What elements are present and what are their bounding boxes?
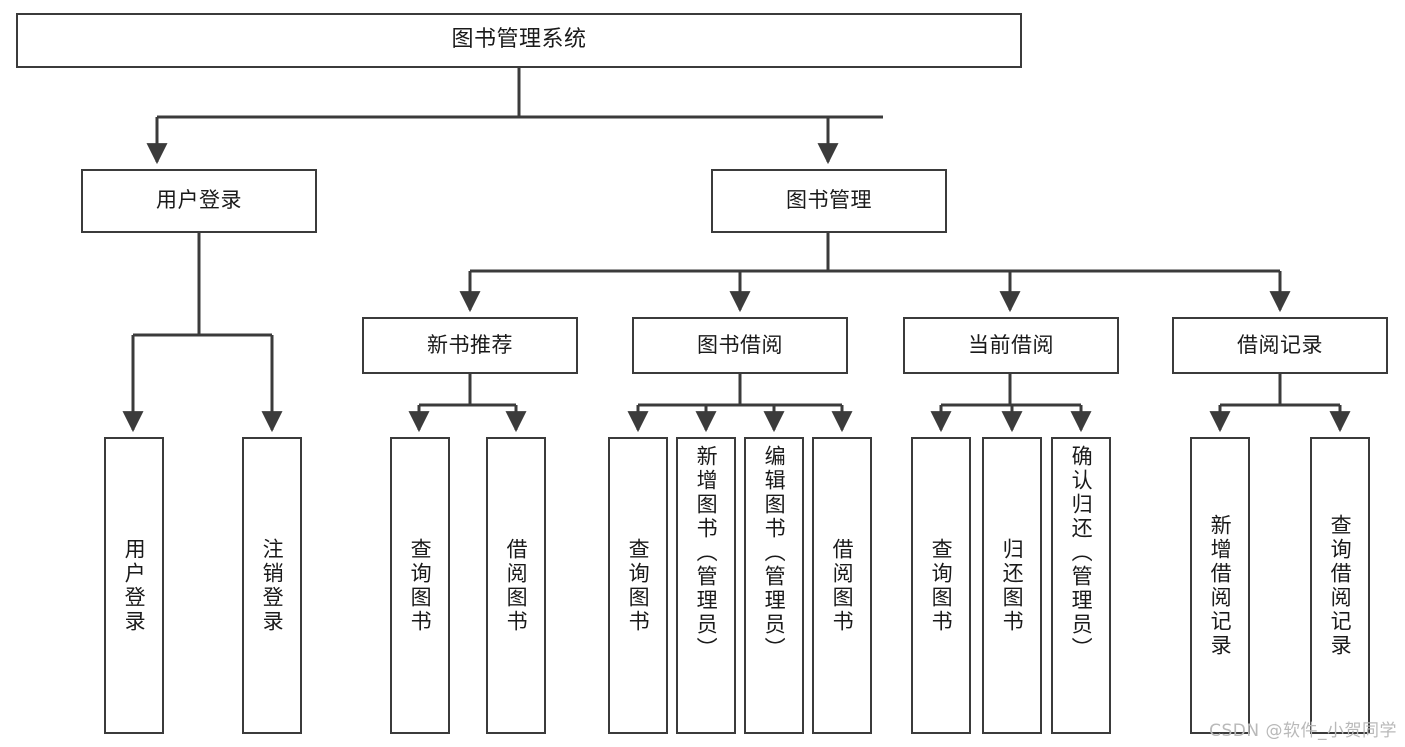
node-book-manage[interactable]: 图书管理 xyxy=(711,169,947,233)
node-leaf-borrow-book-1[interactable]: 借阅图书 xyxy=(486,437,546,734)
node-leaf-query-book-3-label: 查询图书 xyxy=(929,537,954,634)
node-leaf-user-login[interactable]: 用户登录 xyxy=(104,437,164,734)
node-leaf-user-login-label: 用户登录 xyxy=(122,537,147,634)
node-book-borrow[interactable]: 图书借阅 xyxy=(632,317,848,374)
node-book-manage-label: 图书管理 xyxy=(786,188,872,213)
node-leaf-user-logout-label: 注销登录 xyxy=(260,537,285,634)
node-leaf-query-book-1-label: 查询图书 xyxy=(408,537,433,634)
node-leaf-edit-book-label: 编辑图书（管理员） xyxy=(762,445,787,661)
node-user-login[interactable]: 用户登录 xyxy=(81,169,317,233)
node-user-login-label: 用户登录 xyxy=(156,188,242,213)
node-leaf-confirm-return[interactable]: 确认归还（管理员） xyxy=(1051,437,1111,734)
node-current-borrow-label: 当前借阅 xyxy=(968,332,1054,357)
node-root-label: 图书管理系统 xyxy=(451,27,587,53)
node-leaf-add-book[interactable]: 新增图书（管理员） xyxy=(676,437,736,734)
node-borrow-record-label: 借阅记录 xyxy=(1237,332,1323,357)
node-leaf-confirm-return-label: 确认归还（管理员） xyxy=(1069,445,1094,661)
node-new-book-recommend[interactable]: 新书推荐 xyxy=(362,317,578,374)
node-root-system[interactable]: 图书管理系统 xyxy=(16,13,1022,68)
node-leaf-add-book-label: 新增图书（管理员） xyxy=(694,445,719,661)
node-leaf-borrow-book-1-label: 借阅图书 xyxy=(504,537,529,634)
node-current-borrow[interactable]: 当前借阅 xyxy=(903,317,1119,374)
node-book-borrow-label: 图书借阅 xyxy=(697,332,783,357)
node-leaf-borrow-book-2[interactable]: 借阅图书 xyxy=(812,437,872,734)
node-leaf-query-record[interactable]: 查询借阅记录 xyxy=(1310,437,1370,734)
node-leaf-edit-book[interactable]: 编辑图书（管理员） xyxy=(744,437,804,734)
node-leaf-query-book-1[interactable]: 查询图书 xyxy=(390,437,450,734)
node-leaf-user-logout[interactable]: 注销登录 xyxy=(242,437,302,734)
node-leaf-return-book-label: 归还图书 xyxy=(1000,537,1025,634)
node-borrow-record[interactable]: 借阅记录 xyxy=(1172,317,1388,374)
node-leaf-query-book-2-label: 查询图书 xyxy=(626,537,651,634)
node-leaf-query-book-3[interactable]: 查询图书 xyxy=(911,437,971,734)
node-leaf-query-record-label: 查询借阅记录 xyxy=(1328,513,1353,658)
node-new-book-recommend-label: 新书推荐 xyxy=(427,332,513,357)
watermark: CSDN @软件_小贺同学 xyxy=(1209,721,1397,741)
node-leaf-query-book-2[interactable]: 查询图书 xyxy=(608,437,668,734)
node-leaf-borrow-book-2-label: 借阅图书 xyxy=(830,537,855,634)
node-leaf-add-record[interactable]: 新增借阅记录 xyxy=(1190,437,1250,734)
node-leaf-return-book[interactable]: 归还图书 xyxy=(982,437,1042,734)
node-leaf-add-record-label: 新增借阅记录 xyxy=(1208,513,1233,658)
